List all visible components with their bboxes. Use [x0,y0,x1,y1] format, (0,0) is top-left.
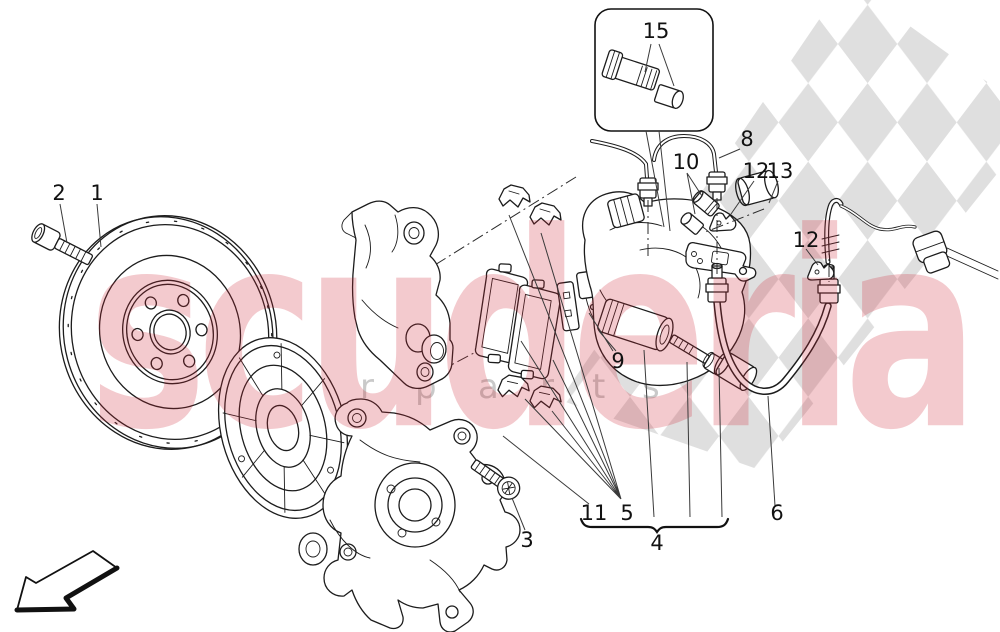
scuderia-watermark: scuderia [88,175,979,490]
brake-hose [705,197,844,395]
callout-11: 11 [581,501,608,525]
callout-6: 6 [770,501,783,525]
callout-15: 15 [643,19,670,43]
callout-4: 4 [650,531,663,555]
callout-10: 10 [673,150,700,174]
callout-12b: 12 [793,228,820,252]
brake-pipe [590,133,728,207]
leader-lines [59,43,819,534]
brake-caliper [582,169,779,392]
svg-text:scuderia: scuderia [88,175,969,490]
callout-9: 9 [611,349,624,373]
alignment-lines-front [647,198,830,282]
direction-arrow [14,550,120,613]
pipe-fitting-right [706,171,728,201]
abs-sensor-cable [839,204,999,280]
part-detail-box [594,8,714,132]
cable-clip [912,230,951,274]
callout-2: 2 [52,181,65,205]
group-4-bracket [579,517,730,534]
knuckle-bolt [470,459,521,500]
callout-8: 8 [740,127,753,151]
callout-5: 5 [620,501,633,525]
pipe-fittings-10 [680,190,720,235]
caliper-piston [597,298,674,352]
caliper-cylinder-cap [735,169,779,207]
callout-12a: 12 [743,159,770,183]
caliper-bracket [341,200,454,390]
mounting-plate [685,241,757,282]
callout-3: 3 [520,528,533,552]
disc-bolt [31,223,93,266]
callout-labels: 1 2 3 4 5 6 8 9 10 11 12 12 13 15 [52,19,819,555]
callout-13: 13 [767,159,794,183]
caliper-boot [607,193,645,229]
callout-1: 1 [90,181,103,205]
bleed-screw [601,49,684,109]
backing-plate [217,337,349,519]
wheel-hub-knuckle [298,398,521,632]
